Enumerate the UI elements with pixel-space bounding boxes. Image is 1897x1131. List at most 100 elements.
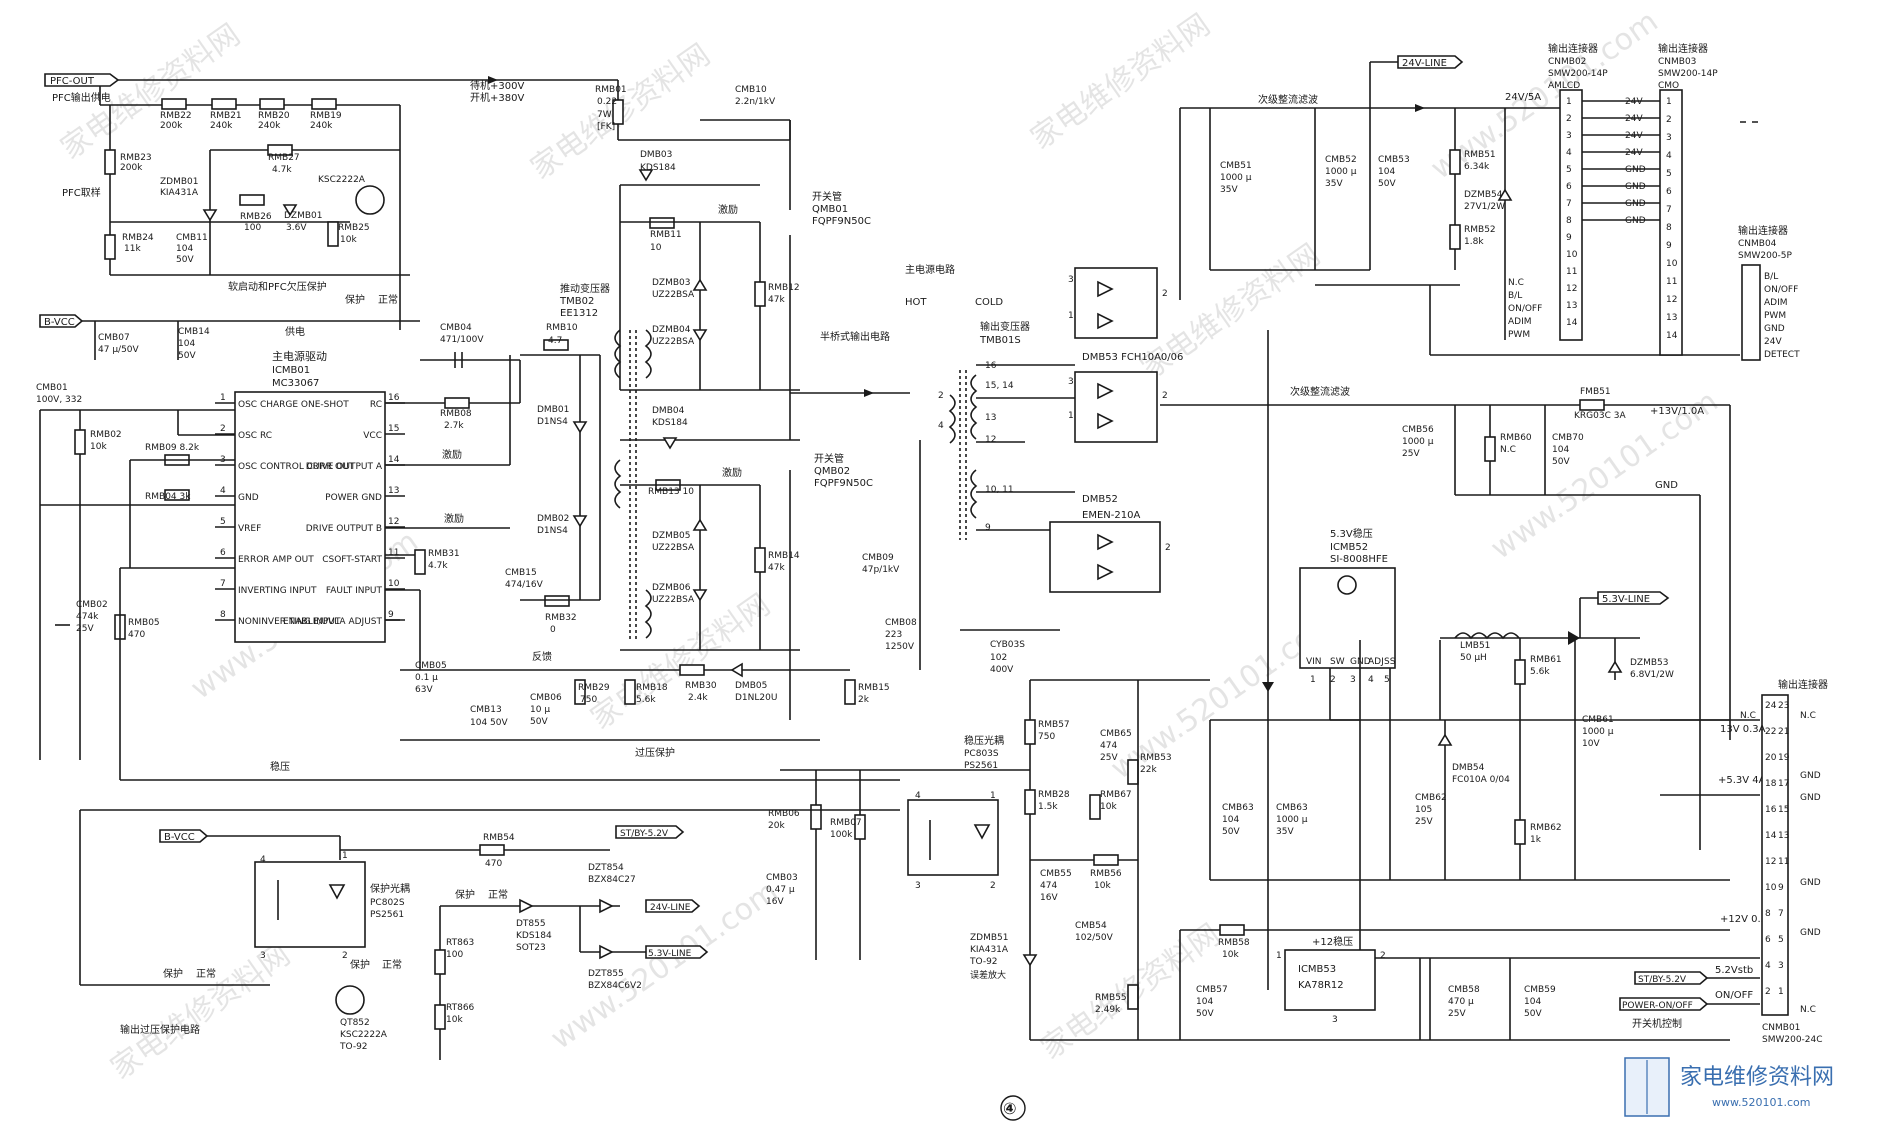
- svg-text:RMB13 10: RMB13 10: [648, 487, 694, 497]
- pfc-sample-label: PFC取样: [62, 186, 101, 199]
- svg-text:10V: 10V: [1582, 739, 1600, 749]
- diode-pack-dmb53: [1074, 371, 1158, 443]
- connector-pin-label: N.C: [1800, 711, 1816, 721]
- q2-ref: QMB02: [814, 466, 850, 477]
- ic-pin-name: ERROR AMP OUT: [238, 555, 314, 565]
- connector-pin-label: 24V: [1625, 114, 1643, 124]
- optocoupler-pc802s: [254, 861, 366, 948]
- svg-text:CMB13: CMB13: [470, 705, 502, 715]
- svg-text:KSC2222A: KSC2222A: [318, 175, 366, 185]
- connector-pin-label: ON/OFF: [1764, 285, 1798, 295]
- connector-pin-label: 24V: [1625, 131, 1643, 141]
- dzmb53-label: DZMB53: [1630, 658, 1669, 668]
- resistor-rmb26: [239, 194, 265, 206]
- connector-pin-number: 2: [1566, 114, 1572, 124]
- dmb52-part: EMEN-210A: [1082, 510, 1140, 521]
- excite-label: 激励: [442, 448, 462, 461]
- svg-text:50V: 50V: [1378, 179, 1396, 189]
- svg-text:240k: 240k: [310, 121, 333, 131]
- resistor-rmb58: [1219, 924, 1245, 936]
- svg-text:1000 μ: 1000 μ: [1276, 815, 1308, 825]
- connector-pin-number: 6: [1765, 935, 1771, 945]
- svg-text:2.2n/1kV: 2.2n/1kV: [735, 97, 776, 107]
- resistor-rmb20: [259, 98, 285, 110]
- connector-pin-number: 18: [1765, 779, 1777, 789]
- connector-pin-label: GND: [1800, 793, 1821, 803]
- v53-reg-title: 5.3V稳压: [1330, 527, 1373, 540]
- arrow-icon: [1568, 631, 1580, 645]
- resistor-rmb32: [544, 595, 570, 607]
- svg-text:CMB02: CMB02: [76, 600, 108, 610]
- site-logo: 家电维修资料网 www.520101.com: [1624, 1057, 1834, 1117]
- svg-text:UZ22BSA: UZ22BSA: [652, 595, 695, 605]
- stby-tag: [1634, 971, 1709, 985]
- svg-text:104: 104: [1524, 997, 1541, 1007]
- svg-text:UZ22BSA: UZ22BSA: [652, 337, 695, 347]
- svg-text:1000 μ: 1000 μ: [1220, 173, 1252, 183]
- svg-text:4: 4: [260, 855, 266, 865]
- protect-label: 保护: [350, 958, 370, 971]
- svg-text:474: 474: [1040, 881, 1057, 891]
- diode-dmb54-icon: [1437, 733, 1453, 746]
- dzmb53-val: 6.8V1/2W: [1630, 670, 1674, 680]
- ic-pin-name: GND: [238, 493, 259, 503]
- svg-text:UZ22BSA: UZ22BSA: [652, 543, 695, 553]
- svg-text:35V: 35V: [1325, 179, 1343, 189]
- arrow-icon: [1415, 104, 1425, 112]
- svg-text:CMB14: CMB14: [178, 327, 210, 337]
- watermark: 家电维修资料网: [1025, 7, 1217, 156]
- resistor-rmb51: [1449, 149, 1461, 175]
- svg-text:10 μ: 10 μ: [530, 705, 550, 715]
- connector-pin-number: 19: [1778, 753, 1790, 763]
- svg-text:474/16V: 474/16V: [505, 580, 544, 590]
- watermark: 家电维修资料网: [55, 17, 247, 166]
- svg-text:104: 104: [1222, 815, 1239, 825]
- prot-opto-title: 保护光耦: [370, 882, 410, 895]
- icmb52-ref: ICMB52: [1330, 542, 1368, 553]
- rect-filter-label: 次级整流滤波: [1258, 93, 1318, 106]
- svg-text:2: 2: [1162, 391, 1168, 401]
- stby-label: ST/BY-5.2V: [620, 829, 669, 839]
- svg-text:100k: 100k: [830, 830, 853, 840]
- svg-text:0.47 μ: 0.47 μ: [766, 885, 795, 895]
- svg-text:0.22: 0.22: [597, 97, 617, 107]
- resistor-rt866: [434, 1004, 446, 1030]
- b-vcc-label: B-VCC: [44, 317, 75, 328]
- connector-pin-number: 10: [1765, 883, 1777, 893]
- svg-text:DZMB06: DZMB06: [652, 583, 691, 593]
- svg-text:25V: 25V: [76, 624, 94, 634]
- svg-text:RMB11: RMB11: [650, 230, 682, 240]
- svg-text:7W: 7W: [597, 110, 612, 120]
- ic-pin-number: 1: [220, 393, 226, 403]
- ic-pin-number: 12: [388, 517, 399, 527]
- connector-pin-label: GND: [1800, 928, 1821, 938]
- connector-pin-number: 10: [1666, 259, 1678, 269]
- connector-pin-number: 10: [1566, 250, 1578, 260]
- svg-text:9: 9: [985, 523, 991, 533]
- svg-text:400V: 400V: [990, 665, 1014, 675]
- svg-text:RMB60: RMB60: [1500, 433, 1532, 443]
- svg-text:CMB08: CMB08: [885, 618, 917, 628]
- power-onoff-tag: [1619, 997, 1709, 1011]
- svg-text:1.5k: 1.5k: [1038, 802, 1058, 812]
- main-ic-ref: ICMB01: [272, 365, 310, 376]
- b-vcc-tag: [39, 314, 84, 328]
- diode-icon: [1097, 533, 1114, 551]
- mount-hole-icon: [1337, 575, 1357, 595]
- svg-text:CMB51: CMB51: [1220, 161, 1252, 171]
- svg-text:RMB06: RMB06: [768, 809, 800, 819]
- svg-text:RMB51: RMB51: [1464, 150, 1496, 160]
- svg-text:4: 4: [915, 791, 921, 801]
- line-5v3-label: 5.3V-LINE: [648, 949, 692, 959]
- svg-text:[FK]: [FK]: [597, 122, 615, 132]
- conn-title: 输出连接器: [1548, 42, 1598, 55]
- conn-title: 输出连接器: [1658, 42, 1708, 55]
- resistor-rmb11: [649, 217, 675, 229]
- secondary-rectifiers: 312 DMB53 FCH10A0/06 312 DMB52 EMEN-210A…: [1049, 267, 1183, 593]
